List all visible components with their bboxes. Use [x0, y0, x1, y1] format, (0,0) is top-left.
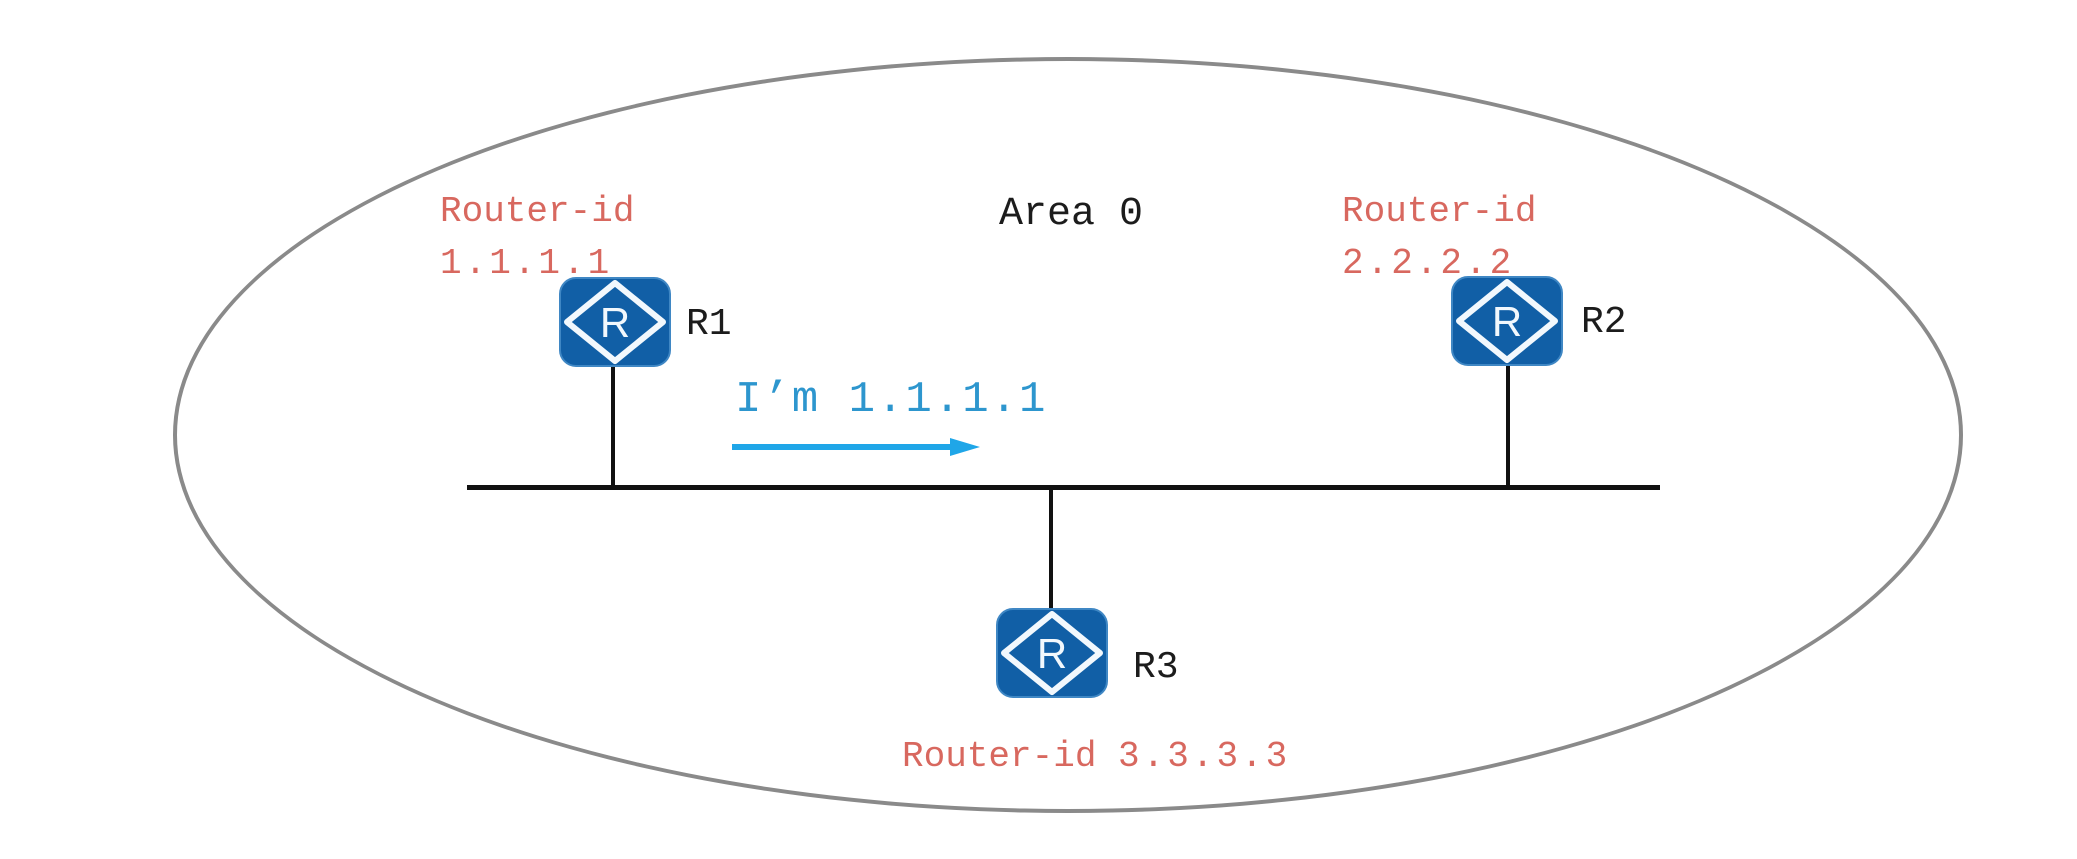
router-id-label-r1: Router-id 1.1.1.1 — [440, 186, 634, 290]
link-r2-to-bus — [1506, 366, 1510, 487]
router-name-r3: R3 — [1133, 646, 1179, 689]
router-id-caption-r1: Router-id — [440, 191, 635, 232]
network-bus-line — [467, 485, 1660, 490]
router-id-caption-r3: Router-id — [902, 736, 1097, 777]
arrow-head — [950, 438, 980, 456]
router-icon-body — [559, 277, 671, 367]
hello-message-text: I’m 1.1.1.1 — [735, 375, 1048, 425]
router-icon-diamond — [1001, 611, 1103, 695]
router-icon-r1: R — [559, 277, 671, 367]
router-icon-diamond — [1456, 279, 1558, 363]
hello-message-arrow-icon — [732, 438, 980, 456]
router-icon-body — [996, 608, 1108, 698]
router-icon-r3: R — [996, 608, 1108, 698]
router-icon-glyph: R — [1037, 630, 1067, 677]
link-r3-to-bus — [1049, 487, 1053, 609]
router-icon-diamond — [564, 280, 666, 364]
router-id-value-r3: 3.3.3.3 — [1118, 736, 1291, 777]
router-name-r2: R2 — [1581, 301, 1627, 344]
area-title: Area 0 — [998, 192, 1144, 237]
router-icon-r2: R — [1451, 276, 1563, 366]
router-id-label-r3: Router-id 3.3.3.3 — [902, 731, 1290, 783]
router-id-caption-r2: Router-id — [1342, 191, 1537, 232]
router-icon-glyph: R — [600, 299, 630, 346]
link-r1-to-bus — [611, 366, 615, 487]
router-name-r1: R1 — [686, 303, 732, 346]
router-icon-glyph: R — [1492, 298, 1522, 345]
router-icon-body — [1451, 276, 1563, 366]
area-boundary-ellipse — [173, 57, 1963, 813]
